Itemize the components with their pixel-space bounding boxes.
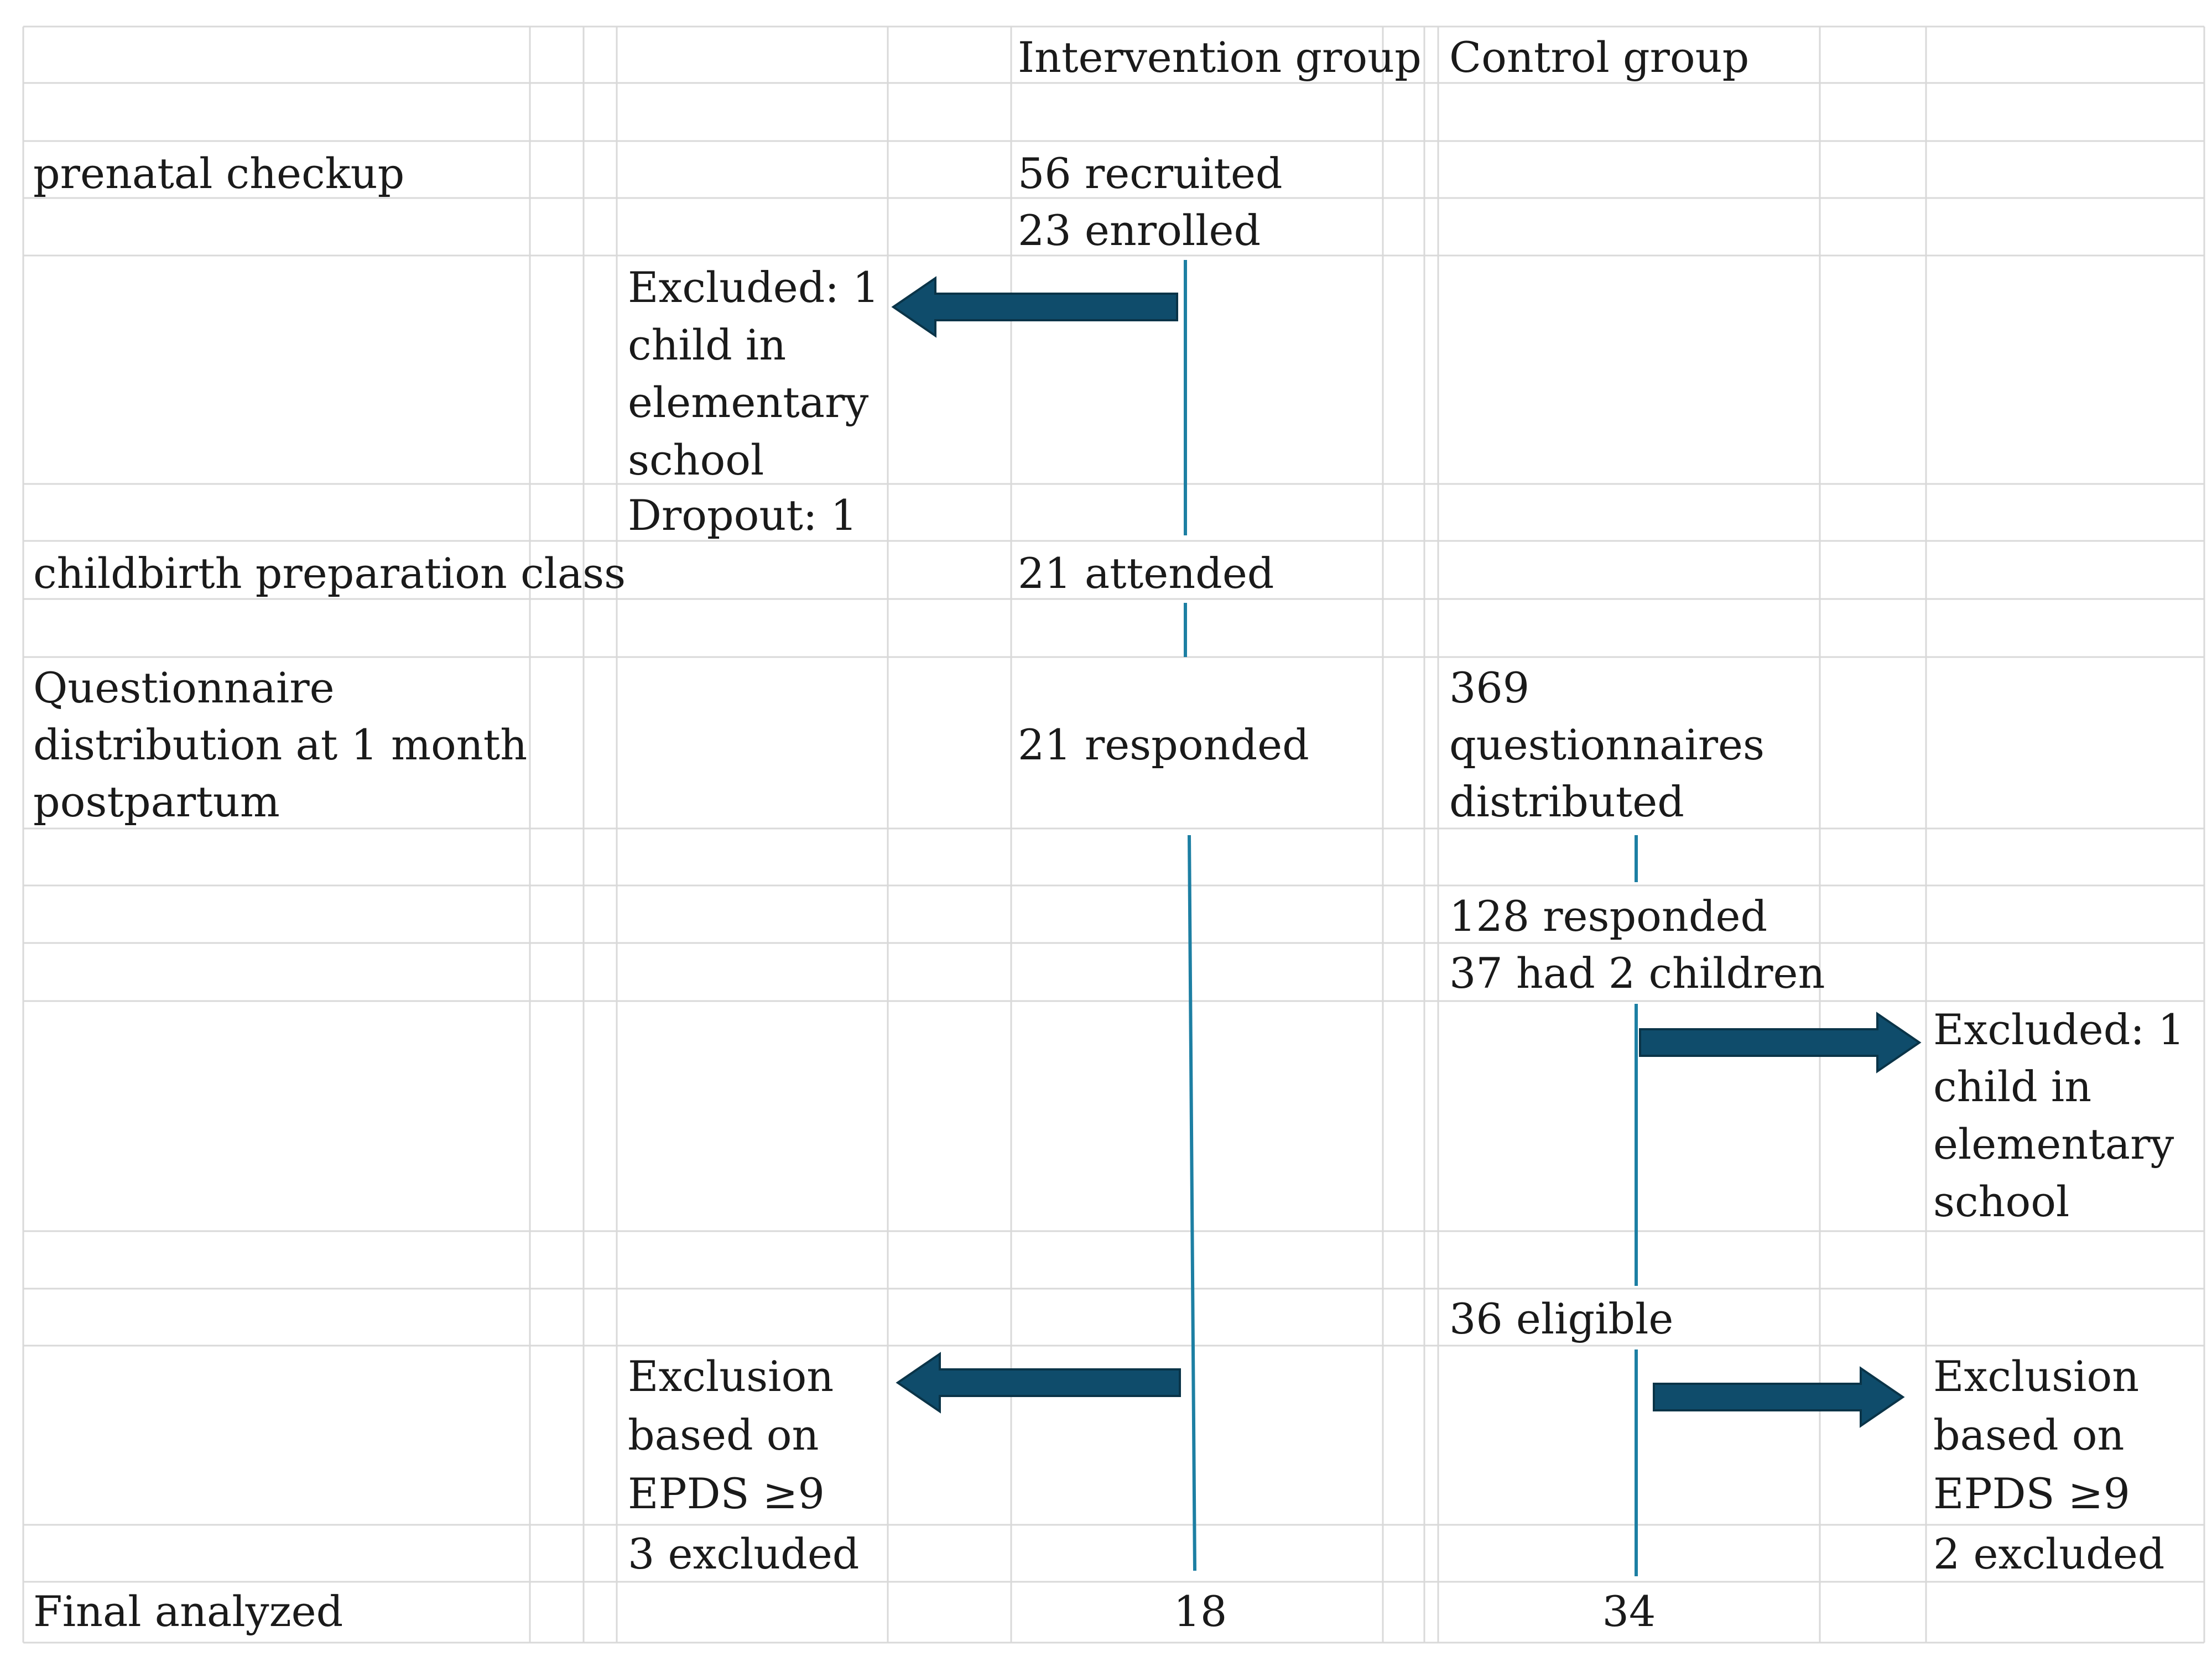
intervention-attended: 21 attended — [1018, 549, 1274, 598]
intervention-epds-line-1: Exclusion — [628, 1352, 834, 1401]
control-exclusion-arrow — [1639, 1012, 1922, 1074]
stage-questionnaire-line-3: postpartum — [33, 777, 280, 826]
control-excluded-line-4: school — [1933, 1177, 2070, 1226]
control-epds-line-3: EPDS ≥9 — [1933, 1469, 2130, 1518]
intervention-exclusion-arrow — [891, 276, 1178, 338]
stage-questionnaire-line-1: Questionnaire — [33, 663, 335, 712]
stage-questionnaire-line-2: distribution at 1 month — [33, 720, 528, 769]
control-excluded-line-1: Excluded: 1 — [1933, 1005, 2185, 1054]
control-distributed-line-1: 369 — [1449, 663, 1530, 712]
control-distributed-line-3: distributed — [1449, 777, 1684, 826]
intervention-epds-arrow — [896, 1352, 1181, 1414]
intervention-excluded-line-3: elementary — [628, 378, 869, 427]
control-eligible: 36 eligible — [1449, 1294, 1674, 1343]
control-two-children: 37 had 2 children — [1449, 949, 1825, 998]
control-responded: 128 responded — [1449, 892, 1768, 941]
intervention-final-count: 18 — [1173, 1587, 1227, 1636]
control-epds-line-1: Exclusion — [1933, 1352, 2140, 1401]
control-excluded-count: 2 excluded — [1933, 1529, 2165, 1578]
stage-prenatal-checkup: prenatal checkup — [33, 149, 405, 198]
intervention-epds-line-2: based on — [628, 1410, 819, 1460]
intervention-recruited: 56 recruited — [1018, 149, 1283, 198]
intervention-excluded-line-1: Excluded: 1 — [628, 263, 879, 312]
control-group-header: Control group — [1449, 33, 1750, 82]
intervention-responded: 21 responded — [1018, 720, 1309, 769]
intervention-epds-line-3: EPDS ≥9 — [628, 1469, 825, 1518]
control-final-count: 34 — [1602, 1587, 1656, 1636]
intervention-enrolled: 23 enrolled — [1018, 206, 1261, 255]
intervention-dropout: Dropout: 1 — [628, 491, 858, 540]
intervention-excluded-count: 3 excluded — [628, 1529, 860, 1578]
intervention-excluded-line-4: school — [628, 435, 764, 484]
intervention-group-header: Intervention group — [1018, 33, 1422, 82]
control-excluded-line-3: elementary — [1933, 1119, 2174, 1169]
stage-childbirth-class: childbirth preparation class — [33, 549, 626, 598]
control-epds-arrow — [1653, 1366, 1905, 1428]
intervention-excluded-line-2: child in — [628, 320, 787, 369]
intervention-flow-line-final — [1188, 835, 1196, 1571]
stage-final-analyzed: Final analyzed — [33, 1587, 343, 1636]
control-excluded-line-2: child in — [1933, 1062, 2092, 1111]
control-distributed-line-2: questionnaires — [1449, 720, 1765, 769]
control-epds-line-2: based on — [1933, 1410, 2125, 1460]
